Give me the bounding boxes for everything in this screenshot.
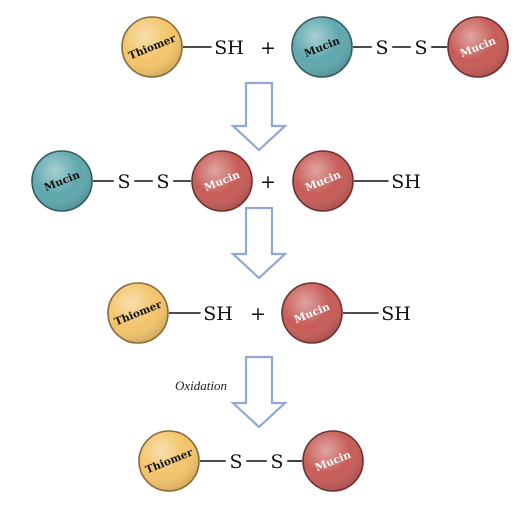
reaction-row-1: Thiomer SH + Mucin S S Mucin	[121, 16, 509, 78]
mucin-ball: Mucin	[191, 150, 253, 212]
mucin-ball: Mucin	[281, 282, 343, 344]
sulfur-atom: S	[156, 171, 169, 193]
sulfur-atom: S	[270, 451, 283, 473]
plus-sign: +	[250, 303, 266, 325]
mucin-ball: Mucin	[447, 16, 509, 78]
plus-sign: +	[260, 171, 276, 193]
mucin-ball: Mucin	[292, 150, 354, 212]
sulfur-atom: S	[229, 451, 242, 473]
sulfur-atom: S	[117, 171, 130, 193]
down-arrow-1	[230, 81, 288, 152]
reaction-row-2: Mucin S S Mucin + Mucin SH	[31, 150, 421, 212]
thiol-group: SH	[381, 303, 411, 325]
reaction-row-4: Thiomer S S Mucin	[138, 430, 364, 492]
oxidation-label: Oxidation	[175, 378, 227, 393]
down-arrow-3	[230, 355, 288, 429]
mucin-ball: Mucin	[291, 16, 353, 78]
thiomer-ball: Thiomer	[121, 16, 183, 78]
thiol-group: SH	[391, 171, 421, 193]
mucin-ball: Mucin	[302, 430, 364, 492]
thiol-group: SH	[214, 37, 244, 59]
thiol-group: SH	[203, 303, 233, 325]
down-arrow-2	[230, 206, 288, 280]
mucin-ball: Mucin	[31, 150, 93, 212]
sulfur-atom: S	[375, 37, 388, 59]
thiomer-ball: Thiomer	[107, 282, 169, 344]
reaction-row-3: Thiomer SH + Mucin SH	[107, 282, 411, 344]
plus-sign: +	[260, 37, 276, 59]
sulfur-atom: S	[414, 37, 427, 59]
thiomer-ball: Thiomer	[138, 430, 200, 492]
